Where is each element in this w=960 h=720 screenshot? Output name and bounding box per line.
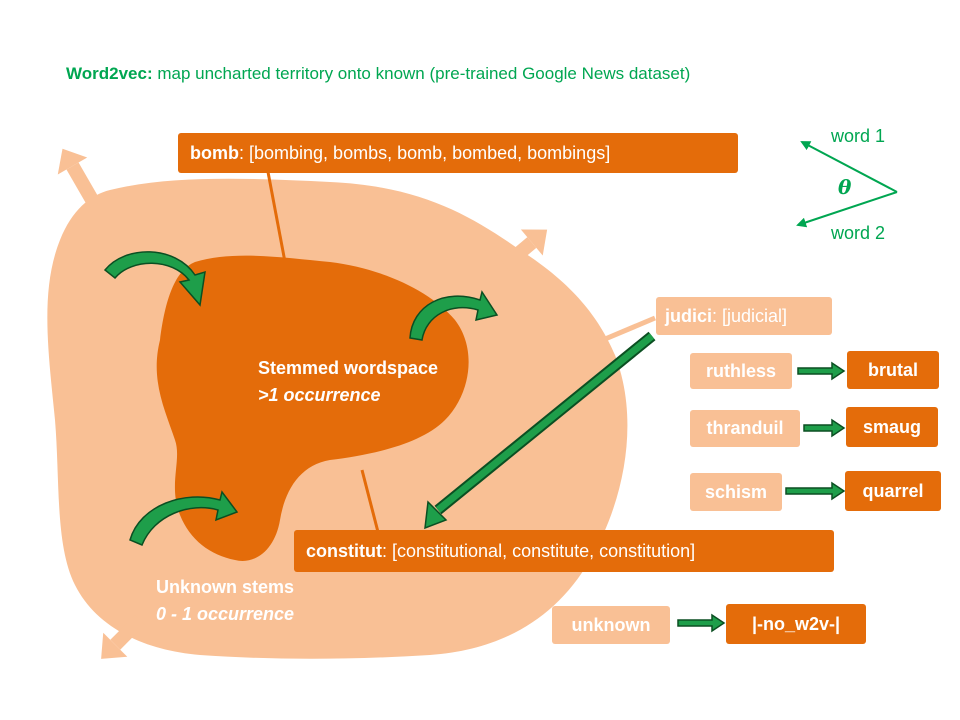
unknown-label-line1: Unknown stems (156, 577, 295, 597)
mapping-arrow-unknown (677, 613, 726, 633)
curved-arrow-top-left (103, 251, 206, 307)
angle-legend-arrows (796, 141, 898, 228)
legend-theta: θ (838, 175, 852, 199)
curved-arrow-top-right (409, 290, 499, 341)
mapping-arrow-ruthless (797, 361, 846, 381)
stemmed-wordspace-region (156, 255, 469, 561)
mapping-from-thranduil: thranduil (690, 410, 800, 447)
word1-vector (800, 141, 898, 193)
constitut-connector (360, 469, 380, 533)
stemmed-label-line1: Stemmed wordspace (258, 358, 439, 378)
bomb-connector (266, 171, 287, 263)
judici-connector (597, 315, 656, 345)
page-title: Word2vec: map uncharted territory onto k… (66, 64, 690, 84)
constitut-box: constitut : [constitutional, constitute,… (294, 530, 834, 572)
mapping-to-brutal: brutal (847, 351, 939, 389)
mapping-from-ruthless: ruthless (690, 353, 792, 389)
expansion-arrow-bottom-right (420, 605, 464, 649)
mapping-to-quarrel: quarrel (845, 471, 941, 511)
mapping-to-smaug: smaug (846, 407, 938, 447)
stemmed-label-line2: >1 occurrence (258, 385, 381, 405)
legend-word1: word 1 (831, 126, 886, 146)
curved-mapping-arrows (103, 251, 499, 546)
unknown-stems-label: Unknown stems 0 - 1 occurrence (156, 577, 294, 625)
mapping-to-no-w2v: |-no_w2v-| (726, 604, 866, 644)
constitut-words: : [constitutional, constitute, constitut… (382, 540, 696, 561)
stemmed-wordspace-label: Stemmed wordspace >1 occurrence (258, 358, 438, 406)
expansion-arrow-top-right (500, 229, 548, 271)
title-bold: Word2vec: (66, 64, 153, 83)
long-green-arrow-fill (435, 333, 655, 513)
bomb-box: bomb : [bombing, bombs, bomb, bombed, bo… (178, 133, 738, 173)
curved-arrow-bottom-left (129, 490, 239, 546)
expansion-arrow-top-left (57, 148, 102, 209)
word2-vector (796, 191, 898, 228)
mapping-from-schism: schism (690, 473, 782, 511)
legend-word2: word 2 (831, 223, 886, 243)
bomb-stem: bomb (190, 142, 239, 163)
mapping-arrow-schism (785, 481, 846, 501)
constitut-stem: constitut (306, 540, 382, 561)
bomb-words: : [bombing, bombs, bomb, bombed, bombing… (239, 142, 611, 163)
expansion-arrow-bottom-left (101, 615, 145, 659)
unknown-label-line2: 0 - 1 occurrence (156, 604, 295, 624)
judici-words: : [judicial] (712, 305, 788, 326)
mapping-arrows (677, 361, 846, 633)
title-rest: map uncharted territory onto known (pre-… (152, 64, 691, 83)
judici-stem: judici (665, 305, 713, 326)
long-green-arrow-head (424, 500, 448, 530)
mapping-arrow-thranduil (803, 418, 846, 438)
judici-box: judici : [judicial] (656, 297, 832, 335)
expansion-arrows (57, 148, 548, 659)
mapping-from-unknown: unknown (552, 606, 670, 644)
